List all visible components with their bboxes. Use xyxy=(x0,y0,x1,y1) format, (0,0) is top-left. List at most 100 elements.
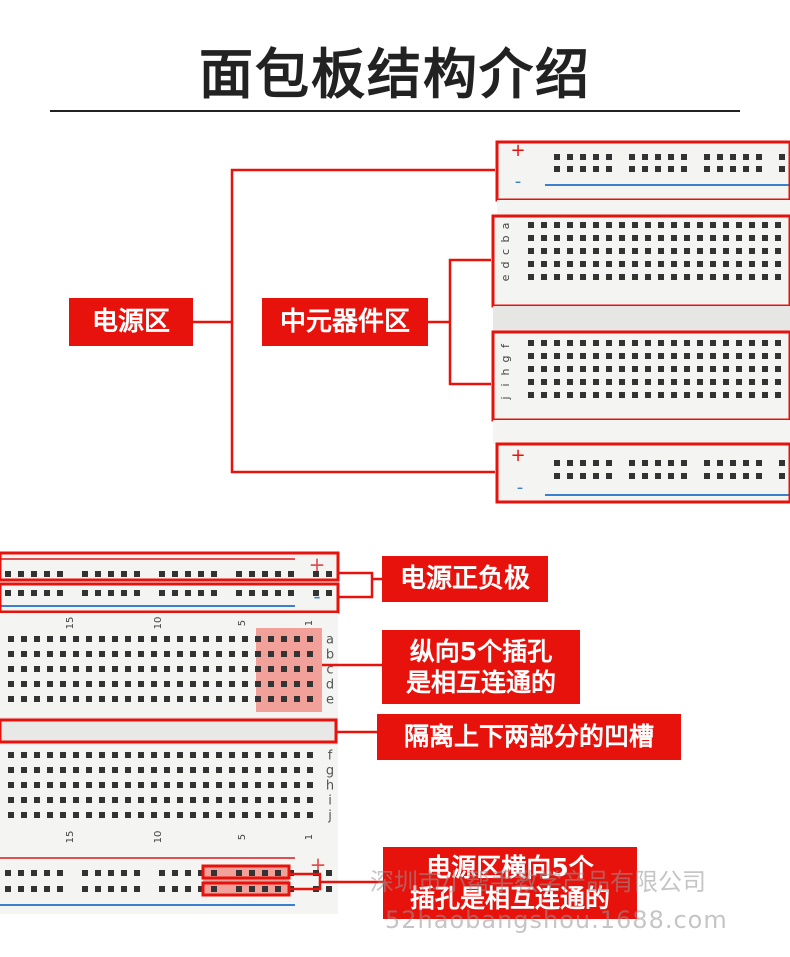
component-hole xyxy=(593,392,599,398)
component-hole xyxy=(177,666,183,672)
component-hole xyxy=(216,797,222,803)
power-hole xyxy=(580,473,586,479)
component-hole xyxy=(762,222,768,228)
component-hole xyxy=(723,353,729,359)
component-hole xyxy=(242,797,248,803)
label-component-zone: 中元器件区 xyxy=(262,298,428,346)
component-hole xyxy=(671,222,677,228)
component-hole xyxy=(723,261,729,267)
component-hole xyxy=(593,366,599,372)
component-hole xyxy=(541,248,547,254)
component-hole xyxy=(190,782,196,788)
component-hole xyxy=(307,767,313,773)
component-hole xyxy=(190,767,196,773)
power-hole xyxy=(198,590,204,596)
component-hole xyxy=(775,340,781,346)
highlight-power-horizontal xyxy=(203,866,289,896)
component-hole xyxy=(307,696,313,702)
col-number: 15 xyxy=(65,831,76,844)
col-number: 10 xyxy=(153,831,164,844)
power-hole xyxy=(159,571,165,577)
col-number: 15 xyxy=(65,617,76,630)
power-hole xyxy=(108,590,114,596)
component-hole xyxy=(125,681,131,687)
component-hole xyxy=(8,782,14,788)
power-hole xyxy=(313,571,319,577)
component-hole xyxy=(216,752,222,758)
component-hole xyxy=(47,782,53,788)
component-hole xyxy=(268,636,274,642)
component-hole xyxy=(606,248,612,254)
component-hole xyxy=(177,812,183,818)
component-hole xyxy=(684,261,690,267)
component-hole xyxy=(281,782,287,788)
component-hole xyxy=(112,812,118,818)
highlight-power-bottom xyxy=(495,442,790,504)
component-hole xyxy=(47,797,53,803)
power-hole xyxy=(730,154,736,160)
component-hole xyxy=(138,636,144,642)
power-hole xyxy=(743,166,749,172)
component-hole xyxy=(580,261,586,267)
power-hole xyxy=(288,571,294,577)
component-hole xyxy=(710,353,716,359)
component-hole xyxy=(684,392,690,398)
power-hole xyxy=(779,166,785,172)
component-hole xyxy=(294,636,300,642)
power-hole xyxy=(5,870,11,876)
component-hole xyxy=(567,392,573,398)
component-hole xyxy=(8,636,14,642)
power-hole xyxy=(262,886,268,892)
row-letter: a xyxy=(499,223,512,230)
component-hole xyxy=(723,392,729,398)
component-hole xyxy=(749,340,755,346)
component-hole xyxy=(307,651,313,657)
power-hole xyxy=(198,886,204,892)
component-hole xyxy=(528,248,534,254)
component-hole xyxy=(307,782,313,788)
component-hole xyxy=(112,782,118,788)
component-hole xyxy=(60,666,66,672)
component-hole xyxy=(34,681,40,687)
component-hole xyxy=(684,379,690,385)
power-hole xyxy=(567,460,573,466)
row-letter: e xyxy=(499,274,512,281)
component-hole xyxy=(203,636,209,642)
component-hole xyxy=(697,248,703,254)
component-hole xyxy=(125,782,131,788)
component-hole xyxy=(21,636,27,642)
label-groove: 隔离上下两部分的凹槽 xyxy=(377,714,681,760)
component-hole xyxy=(294,666,300,672)
plus-sign-top: + xyxy=(510,140,525,161)
component-hole xyxy=(697,366,703,372)
component-hole xyxy=(580,235,586,241)
component-hole xyxy=(528,379,534,385)
component-hole xyxy=(294,797,300,803)
component-hole xyxy=(112,636,118,642)
highlight-row-plus xyxy=(201,864,291,880)
power-hole xyxy=(779,460,785,466)
component-hole xyxy=(762,379,768,385)
component-hole xyxy=(723,235,729,241)
component-hole xyxy=(216,812,222,818)
component-hole xyxy=(658,248,664,254)
power-hole xyxy=(5,590,11,596)
component-hole xyxy=(164,812,170,818)
component-hole xyxy=(255,696,261,702)
component-hole xyxy=(593,248,599,254)
component-hole xyxy=(164,696,170,702)
component-hole xyxy=(164,681,170,687)
component-hole xyxy=(151,797,157,803)
component-hole xyxy=(775,222,781,228)
component-hole xyxy=(671,274,677,280)
component-hole xyxy=(190,666,196,672)
component-hole xyxy=(73,767,79,773)
row-letter: a xyxy=(326,633,334,648)
component-hole xyxy=(684,274,690,280)
component-hole xyxy=(736,248,742,254)
power-hole xyxy=(31,571,37,577)
component-hole xyxy=(60,681,66,687)
component-hole xyxy=(645,248,651,254)
component-hole xyxy=(73,681,79,687)
power-hole xyxy=(249,590,255,596)
